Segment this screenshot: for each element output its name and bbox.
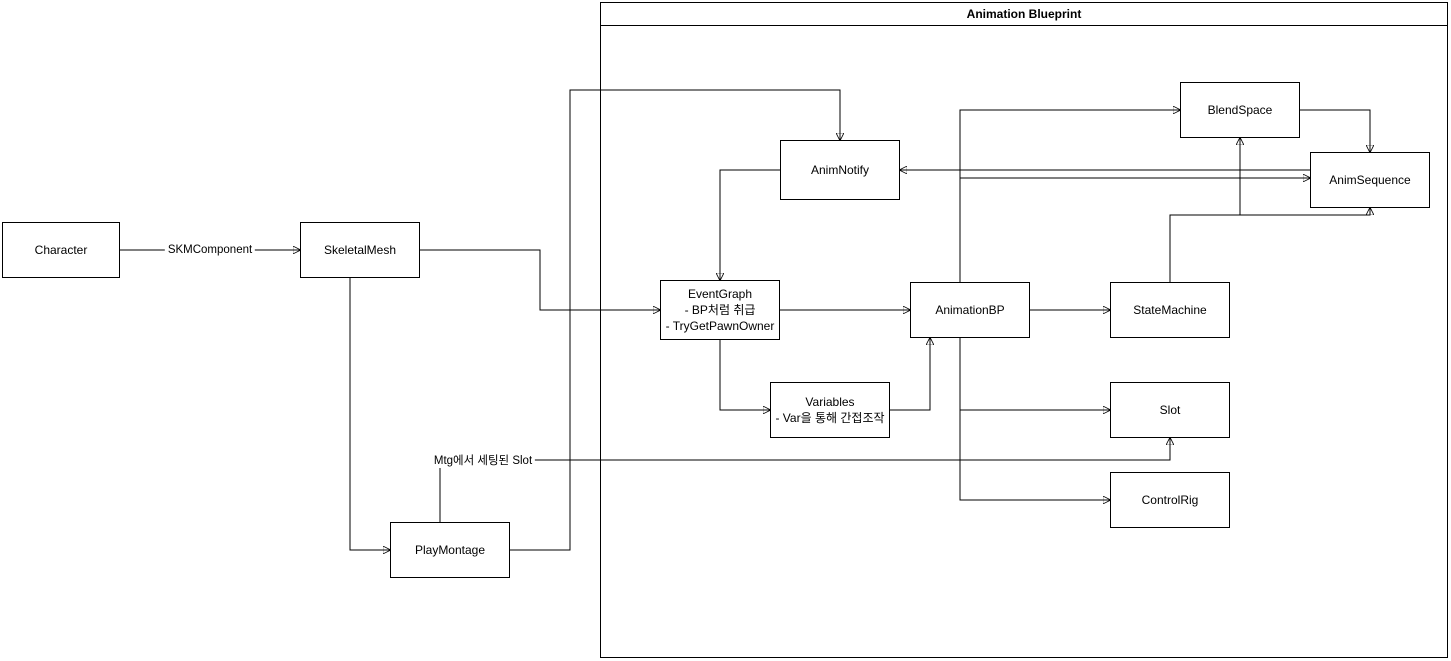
edge-label-skmcomponent: SKMComponent	[164, 244, 256, 256]
node-skeletalmesh-label: SkeletalMesh	[323, 242, 397, 257]
node-variables-note: - Var을 통해 간접조작	[775, 411, 885, 425]
node-playmontage: PlayMontage	[390, 522, 510, 578]
edge-animationbp-to-controlrig	[959, 338, 1110, 500]
node-character: Character	[2, 222, 120, 278]
node-playmontage-label: PlayMontage	[414, 542, 486, 557]
node-eventgraph-note-2: - TryGetPawnOwner	[665, 319, 775, 334]
node-skeletalmesh: SkeletalMesh	[300, 222, 420, 278]
node-animationbp-label: AnimationBP	[935, 302, 1005, 317]
animation-blueprint-frame: Animation Blueprint	[600, 2, 1448, 658]
edge-animationbp-to-blendspace	[959, 110, 1180, 282]
node-blendspace-label: BlendSpace	[1207, 102, 1273, 117]
node-variables-label: Variables	[805, 394, 855, 409]
edge-playmontage-to-animnotify	[510, 89, 840, 551]
node-animsequence: AnimSequence	[1310, 152, 1430, 208]
edge-eventgraph-to-variables	[719, 340, 770, 410]
node-statemachine-label: StateMachine	[1133, 302, 1207, 317]
frame-title: Animation Blueprint	[601, 3, 1447, 26]
edge-statemachine-to-animsequence	[1169, 208, 1370, 282]
node-blendspace: BlendSpace	[1180, 82, 1300, 138]
node-variables: Variables - Var을 통해 간접조작	[770, 382, 890, 438]
edge-skeletalmesh-to-eventgraph	[420, 249, 660, 310]
edge-skeletalmesh-to-playmontage	[349, 278, 390, 550]
node-animnotify-label: AnimNotify	[810, 162, 869, 177]
node-statemachine: StateMachine	[1110, 282, 1230, 338]
edge-animnotify-to-eventgraph	[720, 169, 780, 280]
node-animationbp: AnimationBP	[910, 282, 1030, 338]
edge-animationbp-to-slot	[959, 338, 1110, 410]
node-controlrig-label: ControlRig	[1141, 492, 1199, 507]
node-slot-label: Slot	[1159, 402, 1181, 417]
node-character-label: Character	[34, 242, 88, 257]
edge-blendspace-to-animsequence	[1300, 109, 1370, 152]
node-animnotify: AnimNotify	[780, 140, 900, 200]
edge-label-mtg-slot: Mtg에서 세팅된 Slot	[430, 452, 536, 468]
node-eventgraph: EventGraph - BP처럼 취급 - TryGetPawnOwner	[660, 280, 780, 340]
edge-playmontage-to-slot	[439, 438, 1170, 522]
node-eventgraph-note-1: - BP처럼 취급	[684, 302, 756, 317]
edge-statemachine-to-blendspace	[1169, 138, 1240, 282]
node-controlrig: ControlRig	[1110, 472, 1230, 528]
node-slot: Slot	[1110, 382, 1230, 438]
node-eventgraph-label: EventGraph	[687, 286, 753, 301]
node-animsequence-label: AnimSequence	[1329, 172, 1411, 187]
edge-variables-to-animationbp	[890, 338, 930, 411]
